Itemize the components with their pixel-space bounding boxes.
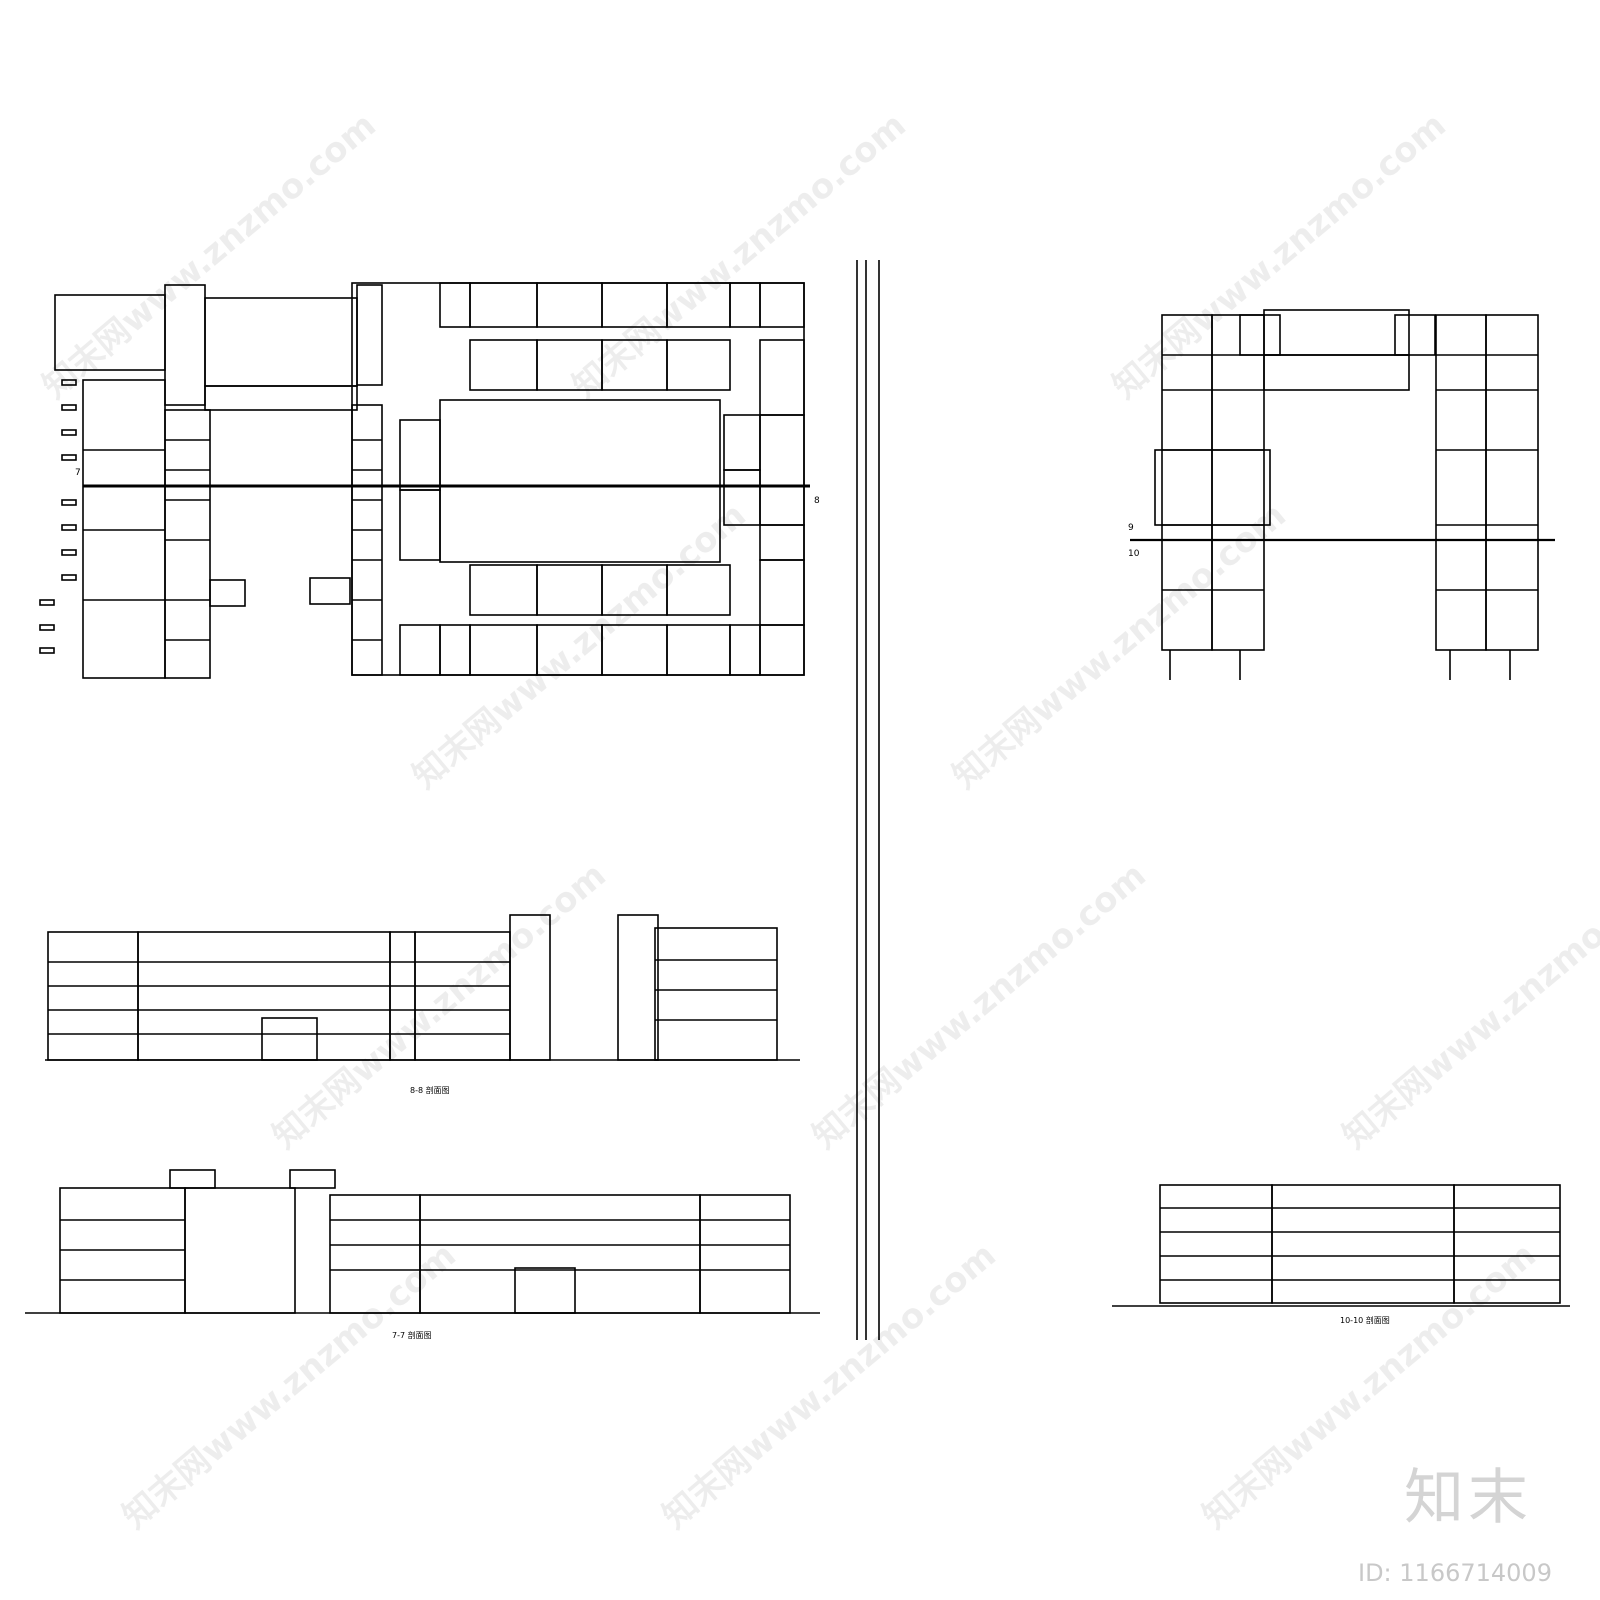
watermark: 知末网www.znzmo.com xyxy=(35,105,384,407)
sheet-divider xyxy=(856,260,880,1340)
floor-plan-right xyxy=(1154,309,1539,680)
floor-plan-left xyxy=(39,282,805,679)
watermark: 知末网www.znzmo.com xyxy=(405,495,754,797)
section-title-7-7: 7-7 剖面图 xyxy=(392,1330,432,1340)
brand-logo: 知末 xyxy=(1404,1463,1532,1533)
section-drawing-8-8 xyxy=(45,914,800,1061)
watermark: 知末网www.znzmo.com xyxy=(1105,105,1454,407)
asset-id-label: ID: 1166714009 xyxy=(1358,1559,1552,1587)
watermark: 知末网www.znzmo.com xyxy=(1335,855,1600,1157)
axis-mark-7: 7 xyxy=(75,468,81,478)
watermark: 知末网www.znzmo.com xyxy=(1195,1235,1544,1537)
watermark: 知末网www.znzmo.com xyxy=(945,495,1294,797)
watermark: 知末网www.znzmo.com xyxy=(115,1235,464,1537)
watermark: 知末网www.znzmo.com xyxy=(655,1235,1004,1537)
axis-mark-8: 8 xyxy=(814,496,820,506)
watermark: 知末网www.znzmo.com xyxy=(265,855,614,1157)
section-title-8-8: 8-8 剖面图 xyxy=(410,1085,450,1095)
section-drawing-7-7 xyxy=(25,1169,820,1314)
watermark: 知末网www.znzmo.com xyxy=(565,105,914,407)
section-title-10-10: 10-10 剖面图 xyxy=(1340,1315,1390,1325)
axis-mark-10: 10 xyxy=(1128,549,1140,559)
axis-mark-9: 9 xyxy=(1128,523,1134,533)
section-drawing-10-10 xyxy=(1112,1184,1570,1307)
watermark: 知末网www.znzmo.com xyxy=(805,855,1154,1157)
